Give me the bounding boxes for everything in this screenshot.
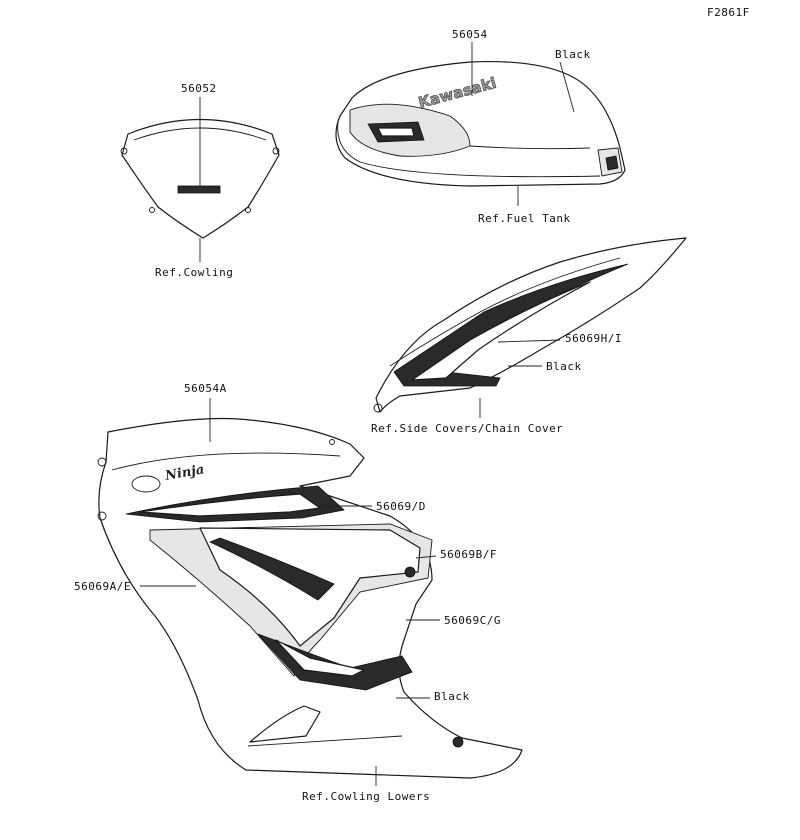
- stripe-upper-part-number: 56069/D: [376, 500, 426, 513]
- fuel-tank-part: Kawasaki: [335, 60, 626, 187]
- stripe-cg-part-number: 56069C/G: [444, 614, 501, 627]
- windshield-reference: Ref.Cowling: [155, 266, 233, 279]
- tank-part-number: 56054: [452, 28, 488, 41]
- stripe-bf-part-number: 56069B/F: [440, 548, 497, 561]
- windshield-logo-decal: [177, 185, 221, 194]
- cowling-part-number: 56054A: [184, 382, 227, 395]
- cowling-part: Ninja: [97, 417, 523, 779]
- tank-color-label: Black: [555, 48, 591, 61]
- side-cover-part: [373, 237, 687, 413]
- stripe-ae-part-number: 56069A/E: [74, 580, 131, 593]
- side-cover-reference: Ref.Side Covers/Chain Cover: [371, 422, 563, 435]
- tank-reference: Ref.Fuel Tank: [478, 212, 571, 225]
- side-cover-part-number: 56069H/I: [565, 332, 622, 345]
- windshield-part-number: 56052: [181, 82, 217, 95]
- cowling-logo: Ninja: [163, 462, 205, 484]
- lower-reference: Ref.Cowling Lowers: [302, 790, 430, 803]
- lower-color-label: Black: [434, 690, 470, 703]
- side-cover-color-label: Black: [546, 360, 582, 373]
- figure-code: F2861F: [707, 6, 750, 19]
- windshield-part: [120, 118, 280, 239]
